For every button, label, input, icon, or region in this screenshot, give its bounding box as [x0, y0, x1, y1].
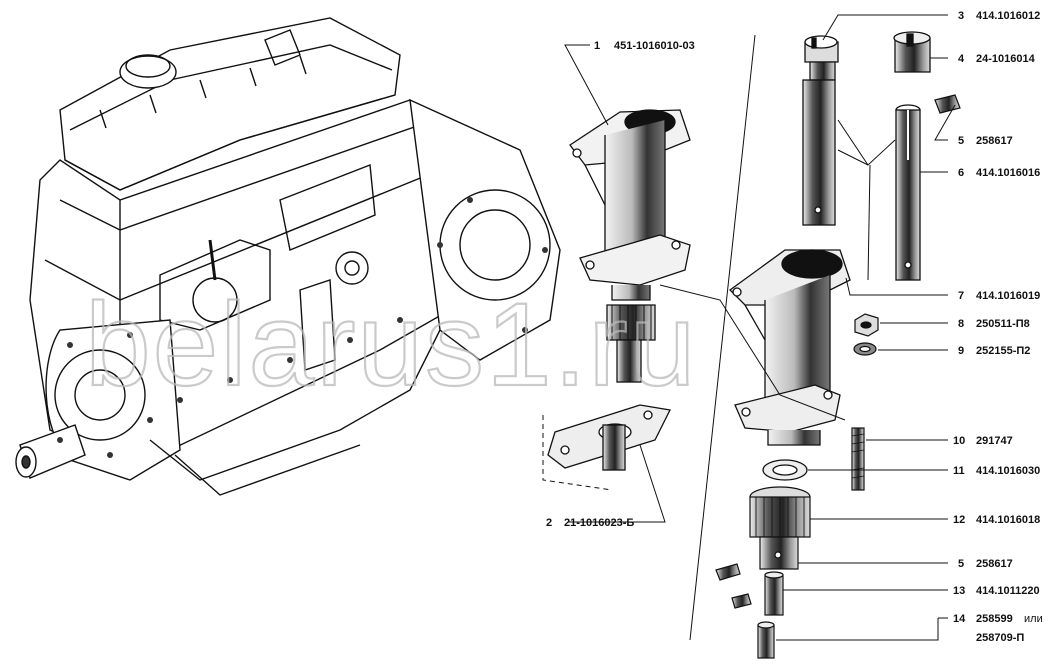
callout-part-6: 414.1016016 [976, 167, 1040, 179]
callout-number-12: 12 [953, 514, 965, 526]
callout-part-12: 414.1016018 [976, 514, 1040, 526]
callout-part-3: 414.1016012 [976, 10, 1040, 22]
washer-part-9 [853, 342, 877, 356]
callout-number-13: 13 [953, 585, 965, 597]
pin-part-5-top [934, 94, 961, 114]
collar-part-4 [893, 31, 931, 73]
callout-part-1: 451-1016010-03 [614, 40, 695, 52]
callout-number-2: 2 [546, 517, 552, 529]
callout-part-14-alt: 258709-П [976, 632, 1024, 644]
callout-number-11: 11 [953, 465, 965, 477]
callout-part-14: 258599 [976, 613, 1013, 625]
stud-part-10 [851, 427, 865, 491]
washer-part-11 [762, 459, 808, 481]
callout-labels: 1 451-1016010-03 2 21-1016023-Б 3 414.10… [546, 10, 1043, 644]
callout-number-10: 10 [953, 435, 965, 447]
assembly-lines [659, 34, 896, 641]
leader-lines [564, 14, 956, 641]
callout-part-13: 414.1011220 [976, 585, 1040, 597]
sleeve-part-13 [764, 571, 784, 616]
shaft-part-3 [802, 35, 839, 226]
callout-part-11: 414.1016030 [976, 465, 1040, 477]
callout-part-5: 258617 [976, 135, 1013, 147]
callout-number-5: 5 [958, 135, 964, 147]
callout-number-7: 7 [958, 290, 964, 302]
pin-part-14 [731, 593, 775, 659]
shaft-part-6 [895, 104, 921, 281]
callout-number-1: 1 [594, 40, 600, 52]
callout-part-8: 250511-П8 [976, 318, 1030, 330]
callout-number-5-lower: 5 [958, 558, 964, 570]
callout-part-14-or: или [1024, 613, 1043, 625]
callout-number-4: 4 [958, 53, 965, 65]
callout-number-3: 3 [958, 10, 964, 22]
callout-part-7: 414.1016019 [976, 290, 1040, 302]
callout-part-5-lower: 258617 [976, 558, 1013, 570]
engine-block-illustration [15, 17, 561, 496]
callout-number-8: 8 [958, 318, 964, 330]
callout-part-9: 252155-П2 [976, 345, 1030, 357]
drive-housing-assembly-1 [542, 109, 691, 491]
nut-part-8 [854, 313, 879, 337]
callout-number-9: 9 [958, 345, 964, 357]
callout-part-2: 21-1016023-Б [564, 517, 634, 529]
callout-number-6: 6 [958, 167, 964, 179]
callout-part-10: 291747 [976, 435, 1013, 447]
gear-part-12 [749, 486, 811, 570]
callout-number-14: 14 [953, 613, 966, 625]
watermark: belarus1.ru [85, 279, 697, 411]
callout-part-4: 24-1016014 [976, 53, 1036, 65]
drive-housing-part-7 [729, 249, 851, 446]
pin-part-5-lower [715, 563, 741, 581]
